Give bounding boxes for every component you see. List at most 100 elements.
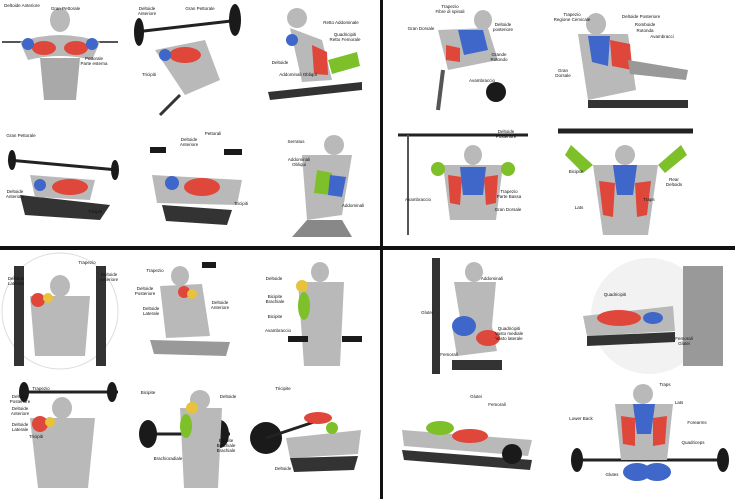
label-gran-pettorale: Gran Pettorale <box>185 6 215 11</box>
label-deltoide: Deltoide <box>274 466 292 471</box>
label-traps: Traps <box>643 197 655 202</box>
panel-leg-curl: Glutei Femorali <box>392 380 542 496</box>
behind-neck-press-illustration <box>19 382 118 488</box>
bench-press-illustration <box>7 150 119 220</box>
dumbbell-press-illustration <box>150 147 242 225</box>
panel-pull-up: Bicipite Lats Traps Rear Deltoids <box>553 125 703 240</box>
label-traps: Traps <box>659 382 671 387</box>
label-avambraccio: Avambraccio <box>469 78 495 83</box>
panel-squat: Addominali Glutei Quadricipiti Vasto med… <box>392 256 532 376</box>
label-glutei: Glutei <box>421 310 433 315</box>
label-bicipite: Bicipite <box>568 169 584 174</box>
leg-extension-illustration <box>583 258 723 374</box>
label-pettorali: Pettorali <box>204 131 222 136</box>
label-bicipite-brachiale: Bicipite Brachiale <box>265 294 285 304</box>
label-deltoide-anteriore: Deltoide Anteriore <box>137 6 157 16</box>
panel-abs-bench: Retto Addominale Quadricipiti Retto Femo… <box>262 0 367 120</box>
label-bicipite-brachiale: Bicipite Brachiale <box>216 438 236 448</box>
label-deltoide-laterale: Deltoide Laterale <box>142 306 160 316</box>
label-tricipiti: Tricipiti <box>233 201 249 206</box>
label-tricipiti: Tricipiti <box>87 209 103 214</box>
label-gran-pettorale: Gran Pettorale <box>6 133 36 138</box>
panel-bent-over-row: Trapezio Fibre di spinali Gran Dorsale D… <box>388 0 528 120</box>
label-deltoide-posteriore: Deltoide Posteriore <box>134 286 156 296</box>
label-trapezio: Trapezio <box>146 268 164 273</box>
oblique-twist-illustration <box>292 135 352 237</box>
panel-cable-fly: Deltoide Anteriore Gran Pettorale Pettor… <box>0 0 120 120</box>
label-deltoide: Deltoide <box>219 394 237 399</box>
label-grande-rotondo: Grande Rotondo <box>490 52 508 62</box>
label-bicipite: Bicipite <box>140 390 156 395</box>
panel-dumbbell-curl: Deltoide Bicipite Brachiale Bicipite Ava… <box>258 256 367 374</box>
deadlift-back-illustration <box>571 384 729 481</box>
panel-barbell-curl: Bicipite Deltoide Brachioradiale Brachia… <box>130 378 242 494</box>
machine-press-illustration <box>1 252 119 370</box>
squat-illustration <box>432 258 502 374</box>
label-glutes: Glutes <box>605 472 619 477</box>
panel-triceps-extension: Tricipite Deltoide <box>246 378 367 494</box>
leg-curl-illustration <box>402 421 532 470</box>
label-deltoide: Deltoide <box>271 60 289 65</box>
panel-seated-row: Trapezio Regione Cervicale Deltoide Post… <box>548 0 698 120</box>
pull-up-illustration <box>558 128 693 235</box>
label-forearms: Forearms <box>687 420 707 425</box>
label-gran-pettorale: Gran Pettorale <box>50 6 81 11</box>
label-gran-dorsale: Gran Dorsale <box>494 207 522 212</box>
label-deltoide-posteriore: Deltoide posteriore <box>492 22 513 32</box>
incline-press-illustration <box>134 4 241 117</box>
label-lats: Lats <box>674 400 684 405</box>
quadrant-shoulders-arms: Trapezio Deltoide Laterale Deltoide Ante… <box>0 250 367 499</box>
label-quadriceps: Quadriceps <box>681 440 705 445</box>
label-trapezio-bassa: Trapezio Parte Bassa <box>496 189 522 199</box>
label-deltoide-posteriore: Deltoide Posteriore <box>9 394 31 404</box>
label-addominali: Addominali <box>480 276 504 281</box>
label-quadricipiti: Quadricipiti <box>603 292 627 297</box>
dumbbell-curl-illustration <box>288 262 362 366</box>
cable-fly-illustration <box>2 8 118 100</box>
lat-pulldown-illustration <box>398 133 528 235</box>
label-brachiale: Brachiale <box>216 448 236 453</box>
label-tricipiti: Tricipiti <box>28 434 44 439</box>
horizontal-divider <box>0 246 735 250</box>
lateral-raise-illustration <box>150 262 230 356</box>
panel-bench-press: Gran Pettorale Deltoide Anteriore Tricip… <box>0 125 125 240</box>
panel-incline-press: Deltoide Anteriore Gran Pettorale Tricip… <box>125 0 250 120</box>
label-avambraccio: Avambraccio <box>265 328 291 333</box>
panel-behind-neck-press: Trapezio Deltoide Posteriore Deltoide An… <box>0 378 120 494</box>
label-deltoide-anteriore: Deltoide Anteriore <box>5 189 25 199</box>
label-bicipite: Bicipite <box>267 314 283 319</box>
label-pettorale-esterna: Pettorale Parte esterna <box>80 56 108 66</box>
label-glutei: Glutei <box>470 394 482 399</box>
label-tricipite: Tricipite <box>275 386 291 391</box>
label-deltoide: Deltoide <box>265 276 283 281</box>
panel-oblique-twist: Serratus Addominali Obliqui Addominali <box>262 125 367 240</box>
label-rotonda: Rotonda <box>636 28 654 33</box>
label-addominali-obliqui: Addominali Obliqui <box>287 157 311 167</box>
quadrant-chest: Deltoide Anteriore Gran Pettorale Pettor… <box>0 0 367 249</box>
panel-lat-pulldown: Deltoide Posteriore Avambraccio Trapezio… <box>388 125 538 240</box>
quadrant-legs: Addominali Glutei Quadricipiti Vasto med… <box>368 250 735 499</box>
label-deltoide-laterale: Deltoide Laterale <box>7 276 25 286</box>
label-deltoide-anteriore: Deltoide Anteriore <box>4 3 40 8</box>
label-deltoide-anteriore: Deltoide Anteriore <box>179 137 199 147</box>
label-deltoide-posteriore: Deltoide Posteriore <box>495 129 517 139</box>
label-addominali: Addominali <box>341 203 365 208</box>
label-quadricipiti: Quadricipiti Vasto mediale Vasto lateral… <box>494 326 524 341</box>
label-trapezio-cervicale: Trapezio Regione Cervicale <box>553 12 591 22</box>
label-femorali-glutei: Femorali Glutei <box>675 336 693 346</box>
label-brachioradiale: Brachioradiale <box>153 456 183 461</box>
label-lower-back: Lower Back <box>569 416 593 421</box>
label-gran-dorsale: Gran Dorsale <box>407 26 435 31</box>
label-deltoide-anteriore: Deltoide Anteriore <box>210 300 230 310</box>
label-trapezio: Trapezio <box>78 260 96 265</box>
panel-dumbbell-press: Deltoide Anteriore Pettorali Tricipiti <box>132 125 254 240</box>
label-femorali: Femorali <box>440 352 458 357</box>
label-quadricipiti: Quadricipiti Retto Femorale <box>329 32 361 42</box>
bent-over-row-illustration <box>436 10 506 111</box>
label-femorali: Femorali <box>488 402 506 407</box>
label-gran-dorsale: Gran Dorsale <box>555 68 571 78</box>
label-trapezio: Trapezio Fibre di spinali <box>435 4 465 14</box>
label-romboide: Romboide <box>634 22 656 27</box>
quadrant-back: Trapezio Fibre di spinali Gran Dorsale D… <box>368 0 735 249</box>
label-deltoide-anteriore: Deltoide Anteriore <box>99 272 119 282</box>
